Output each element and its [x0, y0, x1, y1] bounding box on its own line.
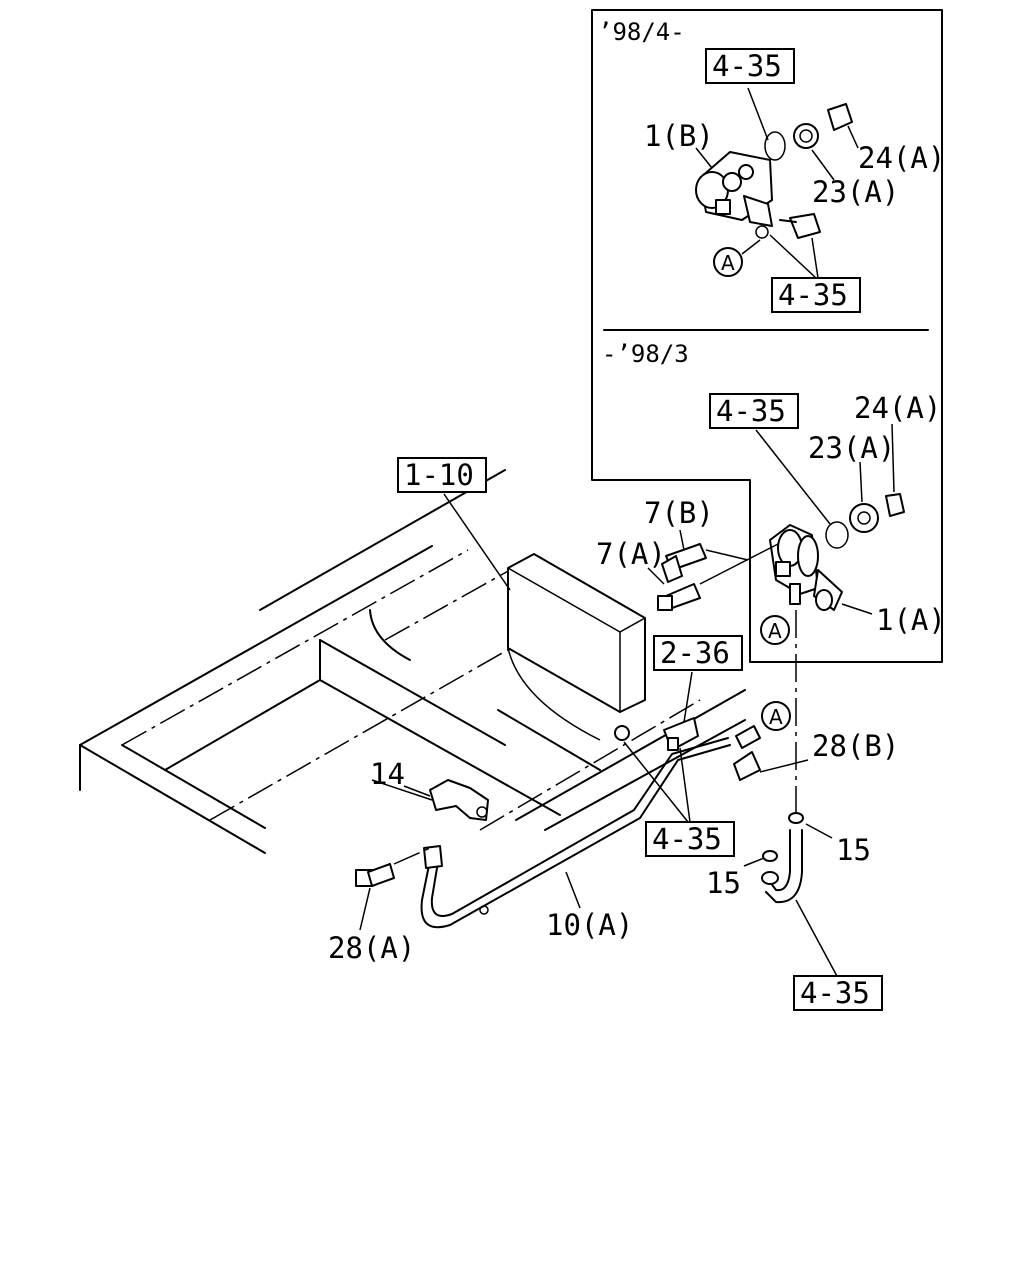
ref-435-clamp: 4-35 [652, 822, 722, 856]
part-23a-top: 23(A) [812, 175, 899, 209]
part-7a: 7(A) [596, 537, 666, 571]
variant-lower-label: -’98/3 [602, 340, 689, 368]
hose-10a [420, 737, 731, 929]
nut-fitting [614, 725, 630, 741]
ref-box-435-low [709, 393, 799, 429]
marker-a-top: A [721, 251, 735, 275]
ref-box-110 [397, 457, 487, 493]
ref-box-236 [653, 635, 743, 671]
part-7b: 7(B) [644, 496, 714, 530]
ref-435-low: 4-35 [716, 394, 786, 428]
part-15-left: 15 [706, 866, 741, 900]
part-24a-top: 24(A) [858, 141, 945, 175]
variant-upper-label: ’98/4- [598, 18, 685, 46]
ref-435-mid: 4-35 [778, 278, 848, 312]
ref-435-hose: 4-35 [800, 976, 870, 1010]
bolt-28b [733, 725, 809, 781]
part-28b: 28(B) [812, 729, 899, 763]
bracket-236 [663, 671, 699, 751]
part-1b: 1(B) [644, 119, 714, 153]
ref-110: 1-10 [404, 458, 474, 492]
marker-a-low: A [768, 619, 782, 643]
clamps-hose [743, 812, 839, 979]
pump-upper [695, 87, 859, 279]
part-14: 14 [370, 757, 405, 791]
part-15-right: 15 [836, 833, 871, 867]
ref-box-435-mid [771, 277, 861, 313]
marker-a-bolt: A [769, 705, 783, 729]
part-23a-low: 23(A) [808, 431, 895, 465]
ref-box-435-top [705, 48, 795, 84]
sensor-14 [403, 779, 489, 869]
chassis-frame [79, 469, 746, 854]
inset-frame [591, 9, 943, 663]
ref-236: 2-36 [660, 636, 730, 670]
part-10a: 10(A) [546, 908, 633, 942]
module-box [507, 553, 646, 741]
part-1a: 1(A) [876, 603, 946, 637]
marker-a-bolt-circle [761, 701, 791, 731]
pump-lower [755, 423, 905, 615]
ref-box-435-clamp [645, 821, 735, 857]
ref-435-top: 4-35 [712, 49, 782, 83]
part-28a: 28(A) [328, 931, 415, 965]
part-24a-low: 24(A) [854, 391, 941, 425]
bolt-28a [355, 847, 431, 931]
marker-a-low-circle [760, 615, 790, 645]
marker-a-top-circle [713, 247, 743, 277]
ref-box-435-hose [793, 975, 883, 1011]
bolts-7 [647, 529, 779, 611]
